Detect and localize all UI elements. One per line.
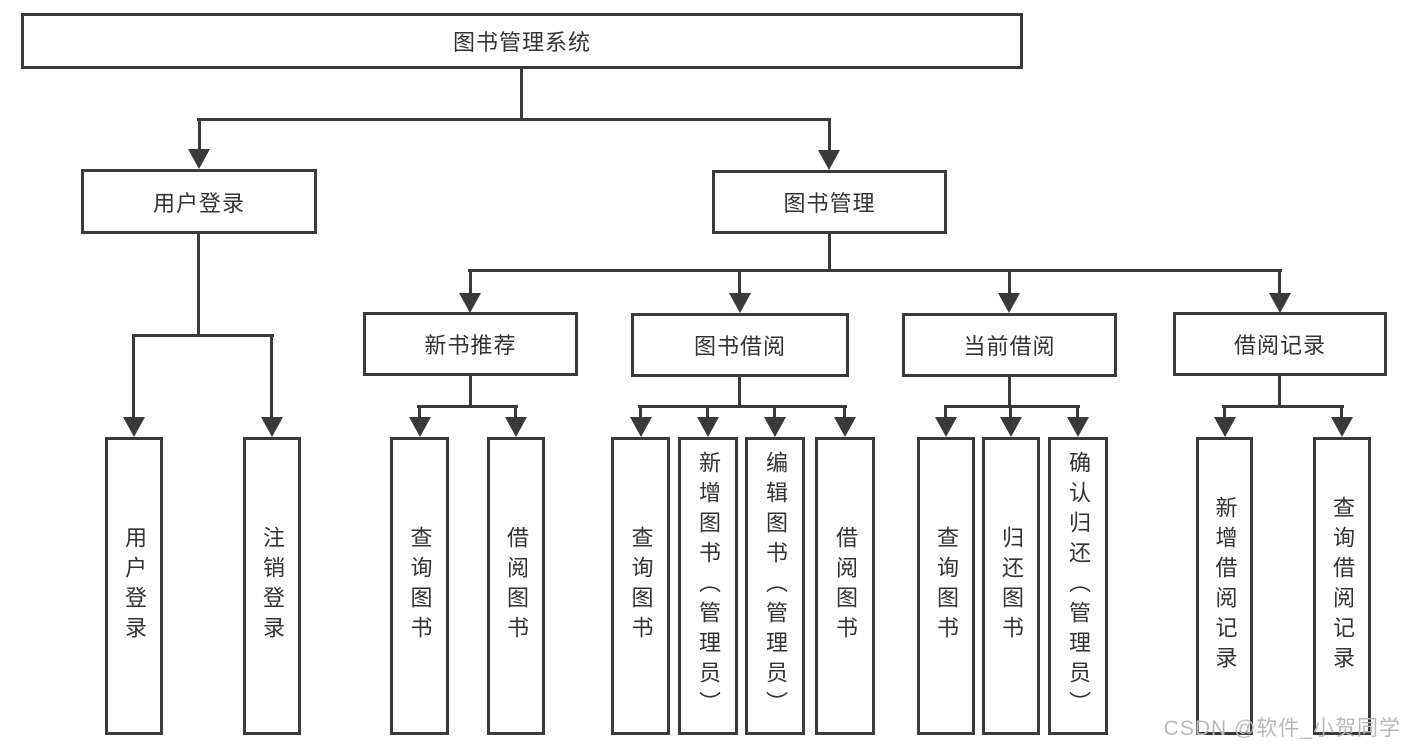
- arrowhead-down-icon: [459, 293, 481, 313]
- connector-group-stem: [1278, 269, 1281, 296]
- connector-group-stem: [738, 269, 741, 296]
- watermark: CSDN @软件_小贺同学: [1163, 717, 1401, 740]
- connector-leaf-stem: [944, 405, 947, 419]
- arrowhead-down-icon: [1269, 293, 1291, 313]
- leaf-logout: 注销登录: [243, 437, 301, 735]
- leaf-label: 借阅图书: [504, 526, 529, 646]
- connector-leaf-stem: [1076, 405, 1079, 419]
- arrowhead-down-icon: [935, 417, 957, 437]
- connector-group-stem: [1008, 269, 1011, 296]
- connector-leaf-stem: [843, 405, 846, 419]
- connector-leaf-stem: [773, 405, 776, 419]
- connector-root-stem: [520, 69, 523, 121]
- connector-leaf-stem: [706, 405, 709, 419]
- leaf-label: 借阅图书: [833, 526, 858, 646]
- connector-group2-splitter: [944, 405, 1080, 408]
- leaf-label: 确认归还（管理员）: [1066, 451, 1091, 721]
- arrowhead-down-icon: [1000, 417, 1022, 437]
- arrowhead-down-icon: [834, 417, 856, 437]
- leaf-label: 注销登录: [260, 526, 285, 646]
- node-user-login: 用户登录: [81, 169, 317, 234]
- connector-book-mgmt-stem: [828, 118, 831, 151]
- connector-group0-down: [469, 375, 472, 407]
- node-new-book-recommend-label: 新书推荐: [424, 333, 517, 358]
- leaf-label: 查询图书: [628, 526, 654, 646]
- node-book-borrow: 图书借阅: [631, 313, 849, 377]
- leaf-add-books-admin: 新增图书（管理员）: [678, 437, 738, 735]
- arrowhead-down-icon: [1214, 417, 1236, 437]
- node-new-book-recommend: 新书推荐: [363, 312, 578, 376]
- leaf-label: 编辑图书（管理员）: [763, 451, 788, 721]
- leaf-query-books-recommend: 查询图书: [390, 437, 449, 735]
- leaf-return-books: 归还图书: [982, 437, 1040, 735]
- arrowhead-down-icon: [1067, 417, 1089, 437]
- arrowhead-down-icon: [630, 417, 652, 437]
- node-root-label: 图书管理系统: [452, 30, 591, 55]
- connector-group-stem: [469, 269, 472, 296]
- leaf-label: 查询借阅记录: [1330, 496, 1355, 676]
- node-book-management-label: 图书管理: [783, 191, 876, 216]
- connector-level1-splitter: [197, 118, 831, 121]
- arrowhead-down-icon: [764, 417, 786, 437]
- arrowhead-down-icon: [729, 293, 751, 313]
- connector-leaf-stem: [514, 405, 517, 419]
- leaf-confirm-return-admin: 确认归还（管理员）: [1048, 437, 1108, 735]
- connector-group1-splitter: [638, 405, 847, 408]
- leaf-edit-books-admin: 编辑图书（管理员）: [745, 437, 805, 735]
- connector-group1-down: [738, 376, 741, 407]
- connector-group3-splitter: [1222, 405, 1344, 408]
- leaf-query-books-borrow: 查询图书: [611, 437, 670, 735]
- connector-leaf-stem: [418, 405, 421, 419]
- leaf-label: 查询图书: [934, 526, 959, 646]
- leaf-label: 归还图书: [999, 526, 1024, 646]
- node-user-login-label: 用户登录: [152, 190, 245, 216]
- node-current-borrow-label: 当前借阅: [963, 334, 1056, 359]
- node-book-borrow-label: 图书借阅: [693, 334, 786, 359]
- connector-leaf-stem: [1009, 405, 1012, 419]
- leaf-label: 新增借阅记录: [1212, 496, 1238, 676]
- leaf-label: 新增图书（管理员）: [696, 451, 721, 721]
- leaf-borrow-books: 借阅图书: [815, 437, 875, 735]
- connector-group3-down: [1278, 375, 1281, 407]
- arrowhead-down-icon: [818, 150, 840, 170]
- arrowhead-down-icon: [697, 417, 719, 437]
- connector-leaf-stem: [1223, 405, 1226, 419]
- arrowhead-down-icon: [505, 417, 527, 437]
- arrowhead-down-icon: [409, 417, 431, 437]
- node-root: 图书管理系统: [21, 13, 1023, 69]
- connector-level2-splitter: [468, 269, 1282, 272]
- connector-group2-down: [1008, 377, 1011, 407]
- arrowhead-down-icon: [188, 149, 210, 169]
- node-current-borrow: 当前借阅: [902, 313, 1117, 377]
- connector-user-login-splitter: [132, 334, 274, 337]
- connector-book-mgmt-down: [828, 233, 831, 272]
- leaf-query-books-current: 查询图书: [917, 437, 975, 735]
- node-borrow-records: 借阅记录: [1173, 312, 1387, 376]
- arrowhead-down-icon: [1331, 417, 1353, 437]
- arrowhead-down-icon: [261, 417, 283, 437]
- leaf-add-borrow-record: 新增借阅记录: [1196, 437, 1253, 735]
- node-book-management: 图书管理: [712, 170, 947, 234]
- connector-user-login-stem: [198, 118, 201, 151]
- node-borrow-records-label: 借阅记录: [1233, 333, 1326, 358]
- arrowhead-down-icon: [123, 417, 145, 437]
- connector-group0-splitter: [417, 405, 518, 408]
- arrowhead-down-icon: [998, 293, 1020, 313]
- connector-leaf-stem: [270, 334, 273, 419]
- leaf-label: 查询图书: [407, 526, 433, 646]
- leaf-label: 用户登录: [122, 526, 147, 646]
- leaf-borrow-books-recommend: 借阅图书: [487, 437, 545, 735]
- connector-leaf-stem: [639, 405, 642, 419]
- connector-user-login-down: [197, 233, 200, 337]
- connector-leaf-stem: [1340, 405, 1343, 419]
- leaf-user-login: 用户登录: [105, 437, 163, 735]
- connector-leaf-stem: [132, 334, 135, 419]
- leaf-query-borrow-record: 查询借阅记录: [1313, 437, 1371, 735]
